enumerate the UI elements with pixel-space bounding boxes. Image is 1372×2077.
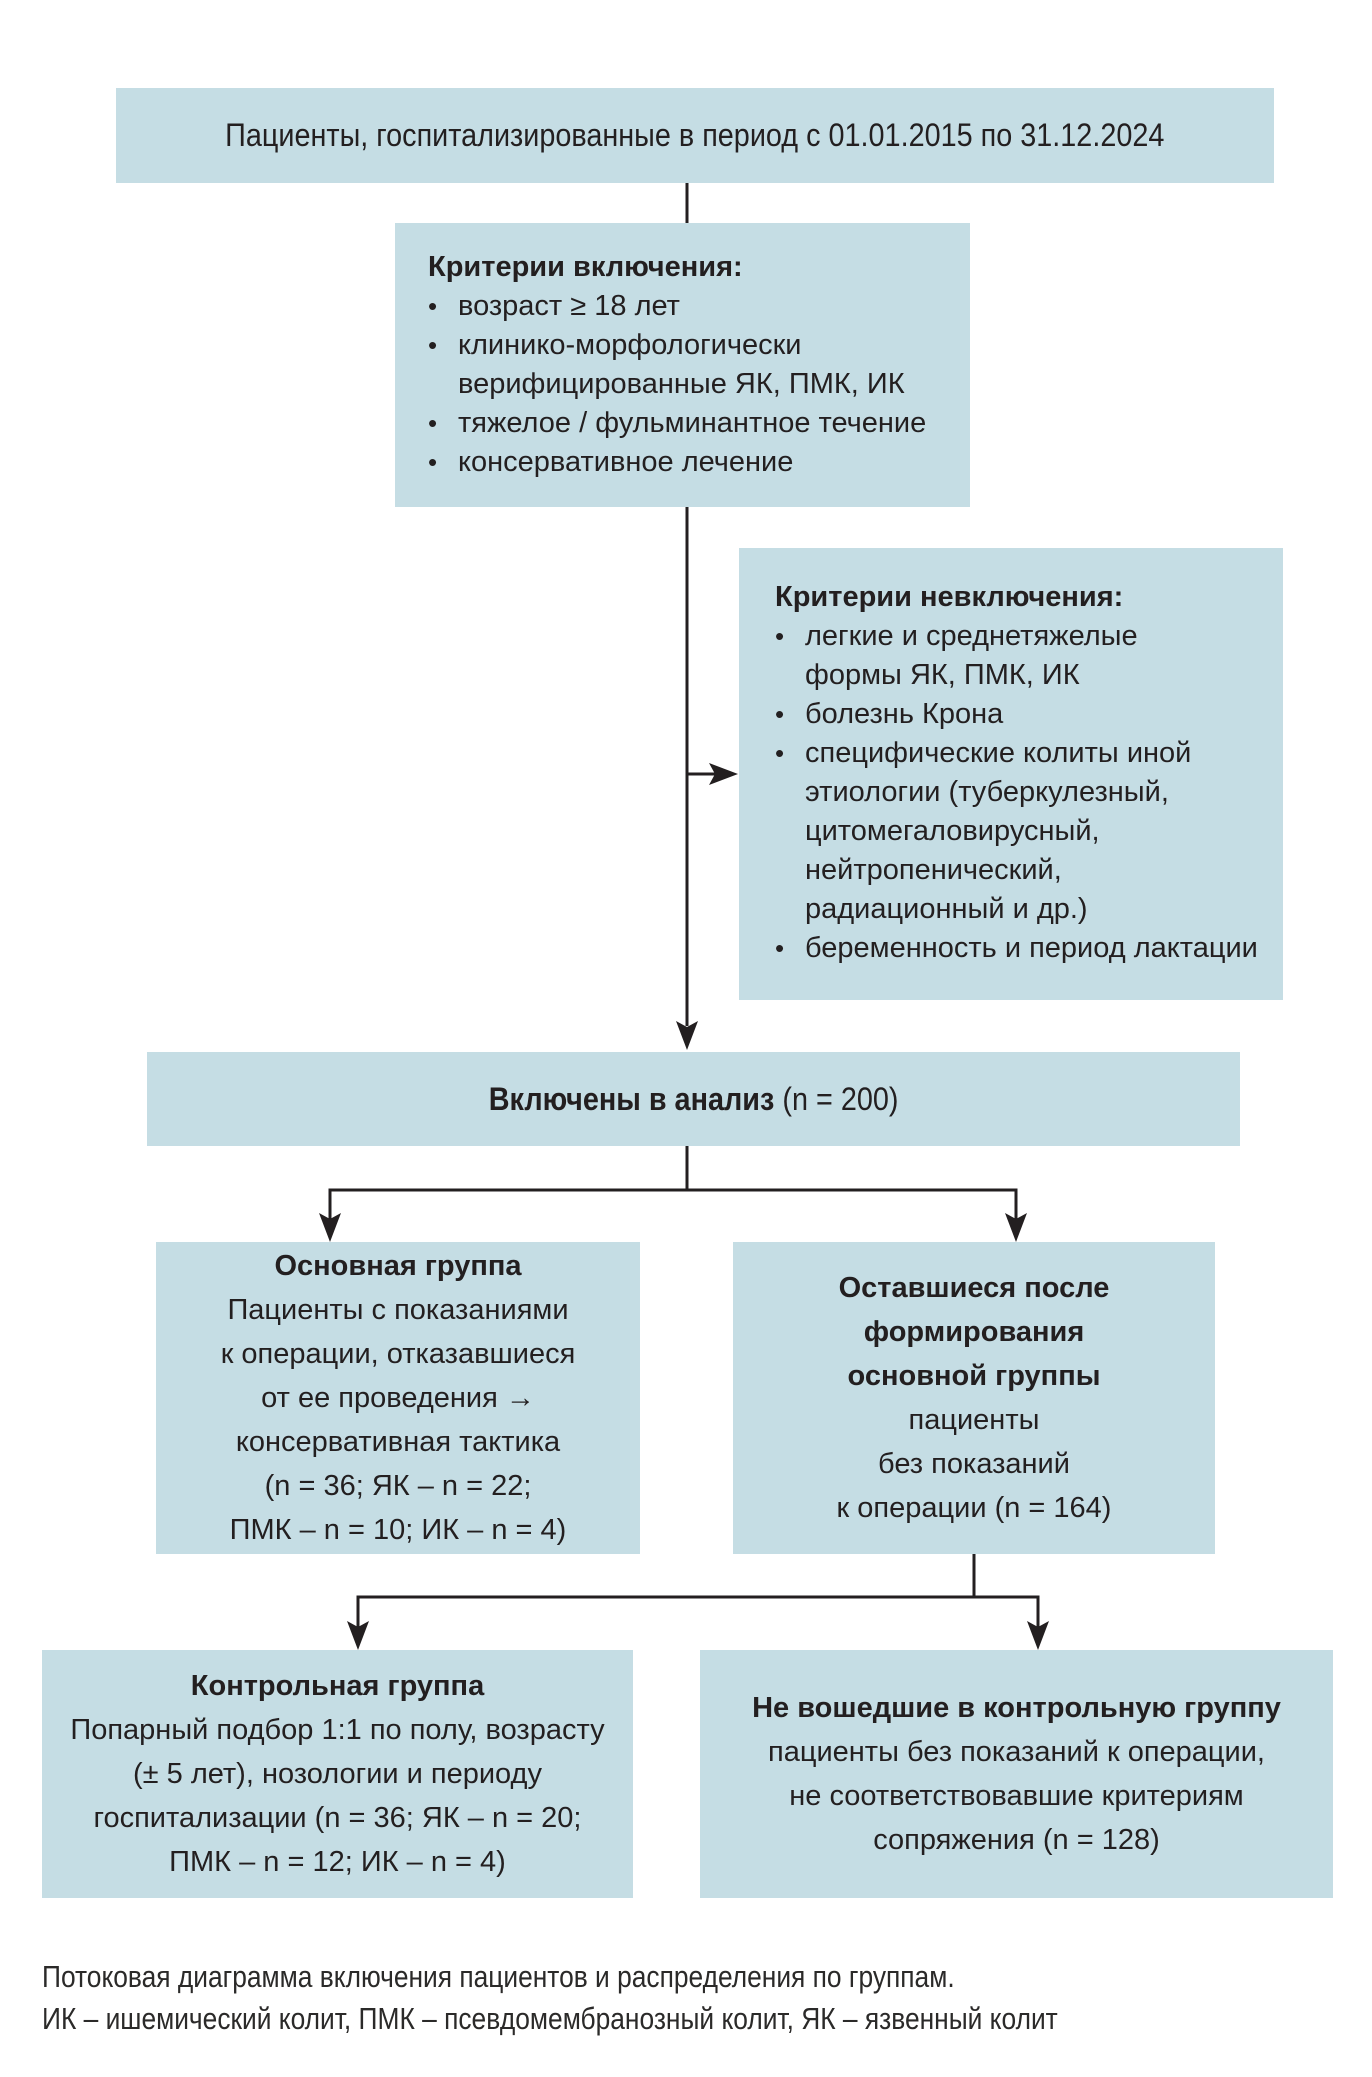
- list-item: клинико-морфологически верифицированные …: [428, 326, 962, 404]
- included-in-analysis-box: Включены в анализ(n = 200): [147, 1052, 1240, 1146]
- remaining-group-body: пациенты без показаний к операции (n = 1…: [836, 1404, 1112, 1524]
- analysis-title: Включены в анализ: [488, 1080, 775, 1117]
- not-in-control-title: Не вошедшие в контрольную группу: [752, 1692, 1281, 1724]
- period-box: Пациенты, госпитализированные в период с…: [116, 88, 1274, 183]
- connector-split-groups: [328, 1188, 1018, 1221]
- arrow-down-remaining-group-icon: [1005, 1213, 1027, 1242]
- list-item-text: возраст ≥ 18 лет: [458, 290, 680, 322]
- period-text: Пациенты, госпитализированные в период с…: [225, 117, 1165, 153]
- list-item: консервативное лечение: [428, 443, 962, 482]
- caption-line-2: ИК – ишемический колит, ПМК – псевдомемб…: [42, 2001, 1058, 2036]
- analysis-count: (n = 200): [782, 1080, 899, 1117]
- bullet-icon: [428, 443, 458, 482]
- bullet-icon: [775, 695, 805, 734]
- connector-split-control: [356, 1595, 1040, 1627]
- arrow-down-analysis-icon: [676, 1021, 698, 1050]
- remaining-group-title: Оставшиеся после формирования основной г…: [838, 1272, 1110, 1392]
- analysis-text: Включены в анализ(n = 200): [489, 1081, 899, 1118]
- main-group-title: Основная группа: [274, 1250, 522, 1282]
- list-item-text: болезнь Крона: [805, 698, 1004, 730]
- bullet-icon: [428, 326, 458, 365]
- control-group-title: Контрольная группа: [190, 1670, 485, 1702]
- list-item: легкие и среднетяжелые формы ЯК, ПМК, ИК: [775, 617, 1277, 695]
- main-group-body: Пациенты с показаниями к операции, отказ…: [220, 1294, 576, 1546]
- list-item: возраст ≥ 18 лет: [428, 287, 962, 326]
- list-item-text: специфические колиты иной этиологии (туб…: [805, 737, 1192, 925]
- control-group-body: Попарный подбор 1:1 по полу, возрасту (±…: [70, 1714, 605, 1878]
- exclusion-criteria-box: Критерии невключения: легкие и среднетяж…: [739, 548, 1283, 1000]
- list-item: болезнь Крона: [775, 695, 1277, 734]
- remaining-group-box: Оставшиеся после формирования основной г…: [733, 1242, 1215, 1554]
- list-item: беременность и период лактации: [775, 929, 1277, 968]
- list-item: специфические колиты иной этиологии (туб…: [775, 734, 1277, 929]
- arrow-right-exclusion-icon: [709, 763, 738, 785]
- inclusion-list: возраст ≥ 18 лет клинико-морфологически …: [428, 287, 962, 482]
- not-in-control-body: пациенты без показаний к операции, не со…: [768, 1736, 1265, 1856]
- arrow-down-not-in-control-icon: [1027, 1621, 1049, 1650]
- bullet-icon: [775, 929, 805, 968]
- list-item-text: консервативное лечение: [458, 446, 794, 478]
- inclusion-title: Критерии включения:: [428, 251, 743, 283]
- list-item-text: клинико-морфологически верифицированные …: [458, 329, 905, 400]
- bullet-icon: [775, 734, 805, 773]
- inclusion-criteria-box: Критерии включения: возраст ≥ 18 лет кли…: [395, 223, 970, 507]
- figure-caption: Потоковая диаграмма включения пациентов …: [42, 1956, 1058, 2040]
- not-in-control-group-box: Не вошедшие в контрольную группу пациент…: [700, 1650, 1333, 1898]
- exclusion-list: легкие и среднетяжелые формы ЯК, ПМК, ИК…: [775, 617, 1277, 968]
- arrow-down-control-group-icon: [347, 1621, 369, 1650]
- list-item-text: тяжелое / фульминантное течение: [458, 407, 927, 439]
- bullet-icon: [428, 287, 458, 326]
- arrow-down-main-group-icon: [319, 1213, 341, 1242]
- caption-line-1: Потоковая диаграмма включения пациентов …: [42, 1959, 955, 1994]
- main-group-box: Основная группа Пациенты с показаниями к…: [156, 1242, 640, 1554]
- control-group-box: Контрольная группа Попарный подбор 1:1 п…: [42, 1650, 633, 1898]
- bullet-icon: [428, 404, 458, 443]
- list-item-text: беременность и период лактации: [805, 932, 1258, 964]
- list-item: тяжелое / фульминантное течение: [428, 404, 962, 443]
- bullet-icon: [775, 617, 805, 656]
- list-item-text: легкие и среднетяжелые формы ЯК, ПМК, ИК: [805, 620, 1138, 691]
- exclusion-title: Критерии невключения:: [775, 581, 1124, 613]
